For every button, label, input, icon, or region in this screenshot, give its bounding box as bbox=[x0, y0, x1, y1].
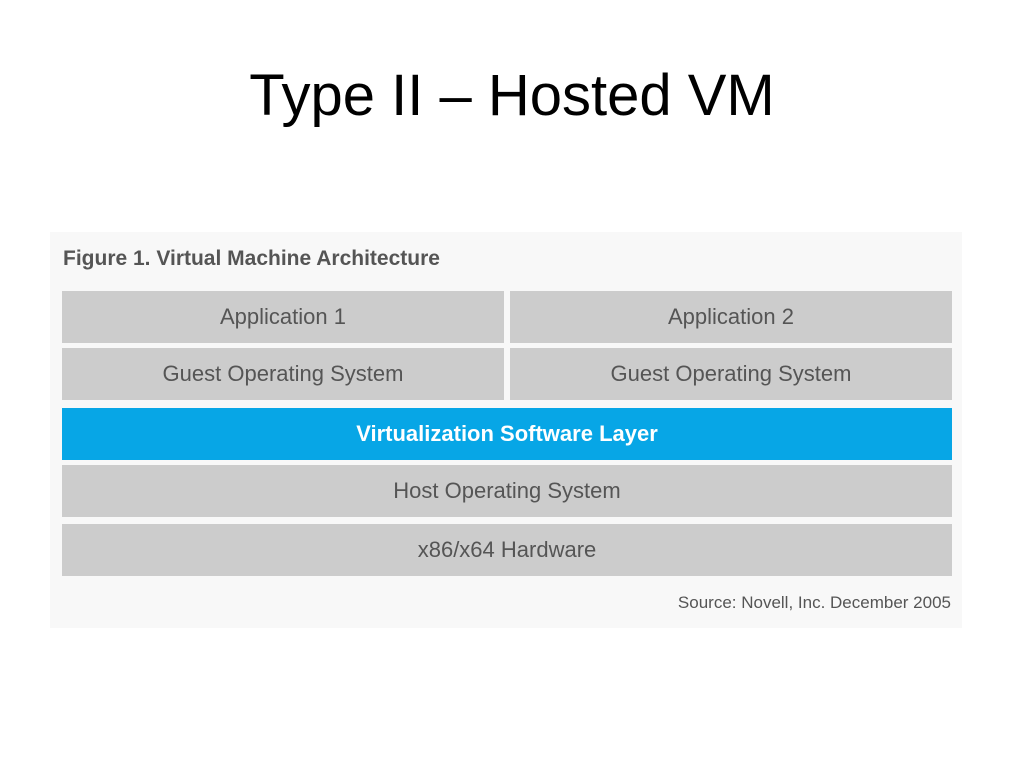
application-2-block: Application 2 bbox=[510, 291, 952, 343]
figure-caption: Figure 1. Virtual Machine Architecture bbox=[63, 247, 440, 270]
virtualization-layer-block: Virtualization Software Layer bbox=[62, 408, 952, 460]
guest-os-1-block: Guest Operating System bbox=[62, 348, 504, 400]
guest-os-2-block: Guest Operating System bbox=[510, 348, 952, 400]
source-note: Source: Novell, Inc. December 2005 bbox=[677, 593, 951, 612]
application-1-block: Application 1 bbox=[62, 291, 504, 343]
slide-title: Type II – Hosted VM bbox=[249, 63, 775, 128]
hardware-block: x86/x64 Hardware bbox=[62, 524, 952, 576]
host-os-block: Host Operating System bbox=[62, 465, 952, 517]
